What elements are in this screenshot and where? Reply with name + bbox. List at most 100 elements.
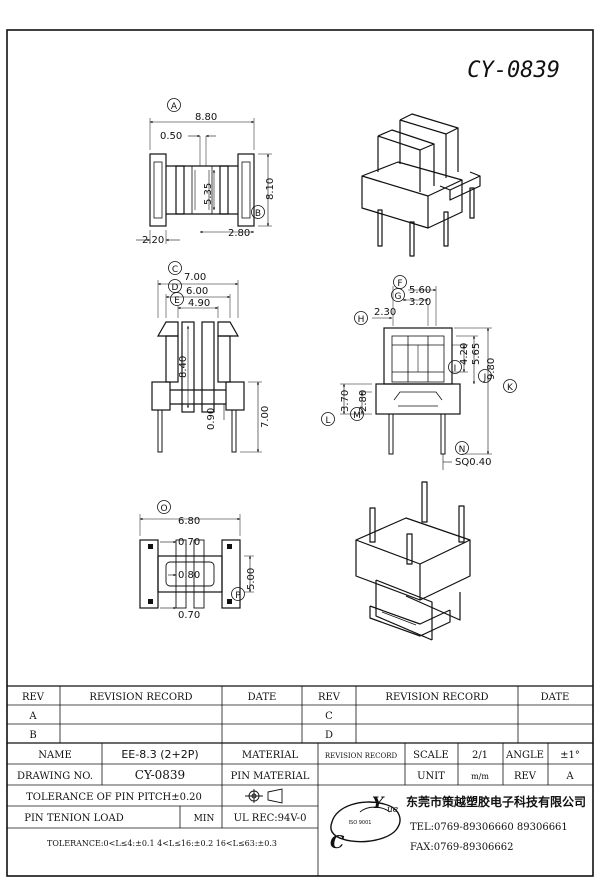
- svg-text:I: I: [454, 364, 457, 374]
- dim-side-e: 5.65: [471, 343, 482, 365]
- svg-text:B: B: [255, 209, 261, 219]
- side-view: [340, 286, 492, 470]
- side-view-circle-m: M: [350, 407, 364, 421]
- dim-front-b: 6.00: [186, 286, 208, 297]
- dim-front-f: 7.00: [260, 406, 271, 428]
- svg-text:P: P: [235, 591, 241, 601]
- pin-material-label: PIN MATERIAL: [231, 771, 310, 782]
- rev-label: REV: [514, 771, 537, 782]
- revision-table: [7, 685, 593, 744]
- tolerance-length: TOLERANCE:0<L≤4:±0.1 4<L≤16:±0.2 16<L≤63…: [47, 839, 277, 848]
- tolerance-pin-pitch: TOLERANCE OF PIN PITCH±0.20: [26, 792, 202, 803]
- dim-bottom-d: 5.00: [246, 568, 257, 590]
- angle-label: ANGLE: [505, 750, 544, 761]
- rev-header-rev-1: REV: [22, 692, 45, 703]
- dim-top-e: 2.20: [142, 235, 164, 246]
- side-view-circle-h: H: [354, 311, 368, 325]
- bottom-view: [139, 514, 254, 610]
- dim-bottom-c: 0.80: [178, 570, 200, 581]
- rev-row-c: C: [325, 711, 333, 722]
- rev-row-a: A: [28, 711, 37, 722]
- logo-cert: ISO 9001: [349, 820, 372, 826]
- svg-text:N: N: [459, 445, 466, 455]
- svg-text:F: F: [397, 279, 402, 289]
- dim-side-a: 5.60: [409, 285, 431, 296]
- title-block-grid: [6, 743, 593, 876]
- front-view-circle-c: C: [168, 261, 182, 275]
- svg-text:G: G: [395, 292, 402, 302]
- unit-label: UNIT: [417, 771, 445, 782]
- top-view: [136, 118, 272, 244]
- svg-text:D: D: [172, 283, 179, 293]
- company-tel: TEL:0769-89306660 89306661: [410, 822, 568, 833]
- dim-side-b: 3.20: [409, 297, 431, 308]
- rev-row-d: D: [325, 730, 333, 741]
- dim-front-e: 0.90: [206, 408, 217, 430]
- dim-bottom-b: 0.70: [178, 537, 200, 548]
- side-view-circle-f: F: [393, 275, 407, 289]
- projection-symbol-icon: [245, 788, 283, 804]
- company-fax: FAX:0769-89306662: [410, 842, 514, 853]
- rev-row-b: B: [29, 730, 36, 741]
- rev-header-date-2: DATE: [541, 692, 570, 703]
- dim-front-a: 7.00: [184, 272, 206, 283]
- svg-text:A: A: [171, 102, 178, 112]
- dim-side-c: 2.30: [374, 307, 396, 318]
- side-view-circle-g: G: [391, 288, 405, 302]
- top-view-circle-b: B: [251, 205, 265, 219]
- side-view-circle-l: L: [321, 412, 335, 426]
- bottom-view-circle-p: P: [231, 587, 245, 601]
- dim-top-d: 8.10: [265, 178, 276, 200]
- side-view-circle-i: I: [448, 360, 462, 374]
- svg-text:J: J: [483, 373, 487, 383]
- dim-top-f: 2.80: [228, 228, 250, 239]
- name-value: EE-8.3 (2+2P): [121, 748, 198, 761]
- rev-value: A: [565, 771, 574, 782]
- svg-text:M: M: [353, 411, 361, 421]
- dim-top-b: 0.50: [160, 131, 182, 142]
- dim-front-c: 4.90: [188, 298, 210, 309]
- company-logo: C Y ue ISO 9001: [330, 793, 401, 853]
- dim-side-d: 4.20: [459, 343, 470, 365]
- front-view-circle-e: E: [170, 292, 184, 306]
- min-label: MIN: [194, 814, 215, 824]
- dim-top-a: 8.80: [195, 112, 217, 123]
- dim-top-c: 5.35: [203, 183, 214, 205]
- dim-bottom-e: 0.70: [178, 610, 200, 621]
- logo-letter-c: C: [330, 832, 345, 853]
- logo-letter-y: Y: [372, 793, 385, 812]
- front-view: [151, 280, 262, 453]
- svg-text:O: O: [160, 504, 167, 514]
- dim-side-f: 9.80: [486, 358, 497, 380]
- drawing-no-label: DRAWING NO.: [17, 771, 93, 782]
- unit-value: m/m: [471, 772, 489, 781]
- isometric-view-top: [361, 113, 481, 257]
- rev-header-rev-2: REV: [318, 692, 341, 703]
- svg-text:L: L: [325, 416, 330, 426]
- pin-tension-label: PIN TENION LOAD: [24, 813, 123, 824]
- svg-text:E: E: [174, 296, 180, 306]
- angle-value: ±1°: [560, 750, 580, 761]
- dim-side-h: 2.80: [358, 390, 369, 412]
- svg-text:K: K: [507, 383, 514, 393]
- front-view-circle-d: D: [168, 279, 182, 293]
- side-view-circle-n: N: [455, 441, 469, 455]
- isometric-view-bottom: [355, 481, 471, 641]
- scale-value: 2/1: [472, 750, 488, 761]
- svg-text:C: C: [172, 265, 178, 275]
- ul-rec: UL REC:94V-0: [234, 813, 307, 824]
- dim-bottom-a: 6.80: [178, 516, 200, 527]
- name-label: NAME: [38, 750, 72, 761]
- revision-record-label: REVISION RECORD: [325, 752, 398, 760]
- dim-side-i: SQ0.40: [455, 457, 491, 468]
- logo-letter-ue: ue: [387, 805, 398, 815]
- bottom-view-circle-o: O: [157, 500, 171, 514]
- side-view-circle-k: K: [503, 379, 517, 393]
- drawing-title: CY-0839: [467, 58, 560, 83]
- rev-header-date-1: DATE: [248, 692, 277, 703]
- sheet-border: [6, 29, 594, 877]
- rev-header-record-1: REVISION RECORD: [89, 692, 192, 703]
- svg-text:H: H: [358, 315, 365, 325]
- dim-front-d: 8.40: [178, 356, 189, 378]
